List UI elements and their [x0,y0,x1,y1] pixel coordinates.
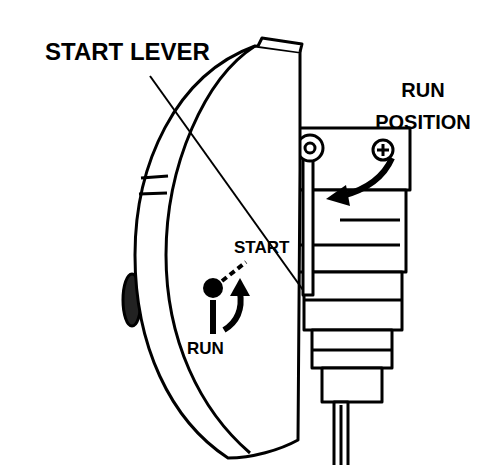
part-label: START LEVER [45,38,210,66]
position-label: RUN POSITION [366,74,480,138]
symbol-label: START [234,238,289,258]
symbol-label: RUN [187,339,224,359]
